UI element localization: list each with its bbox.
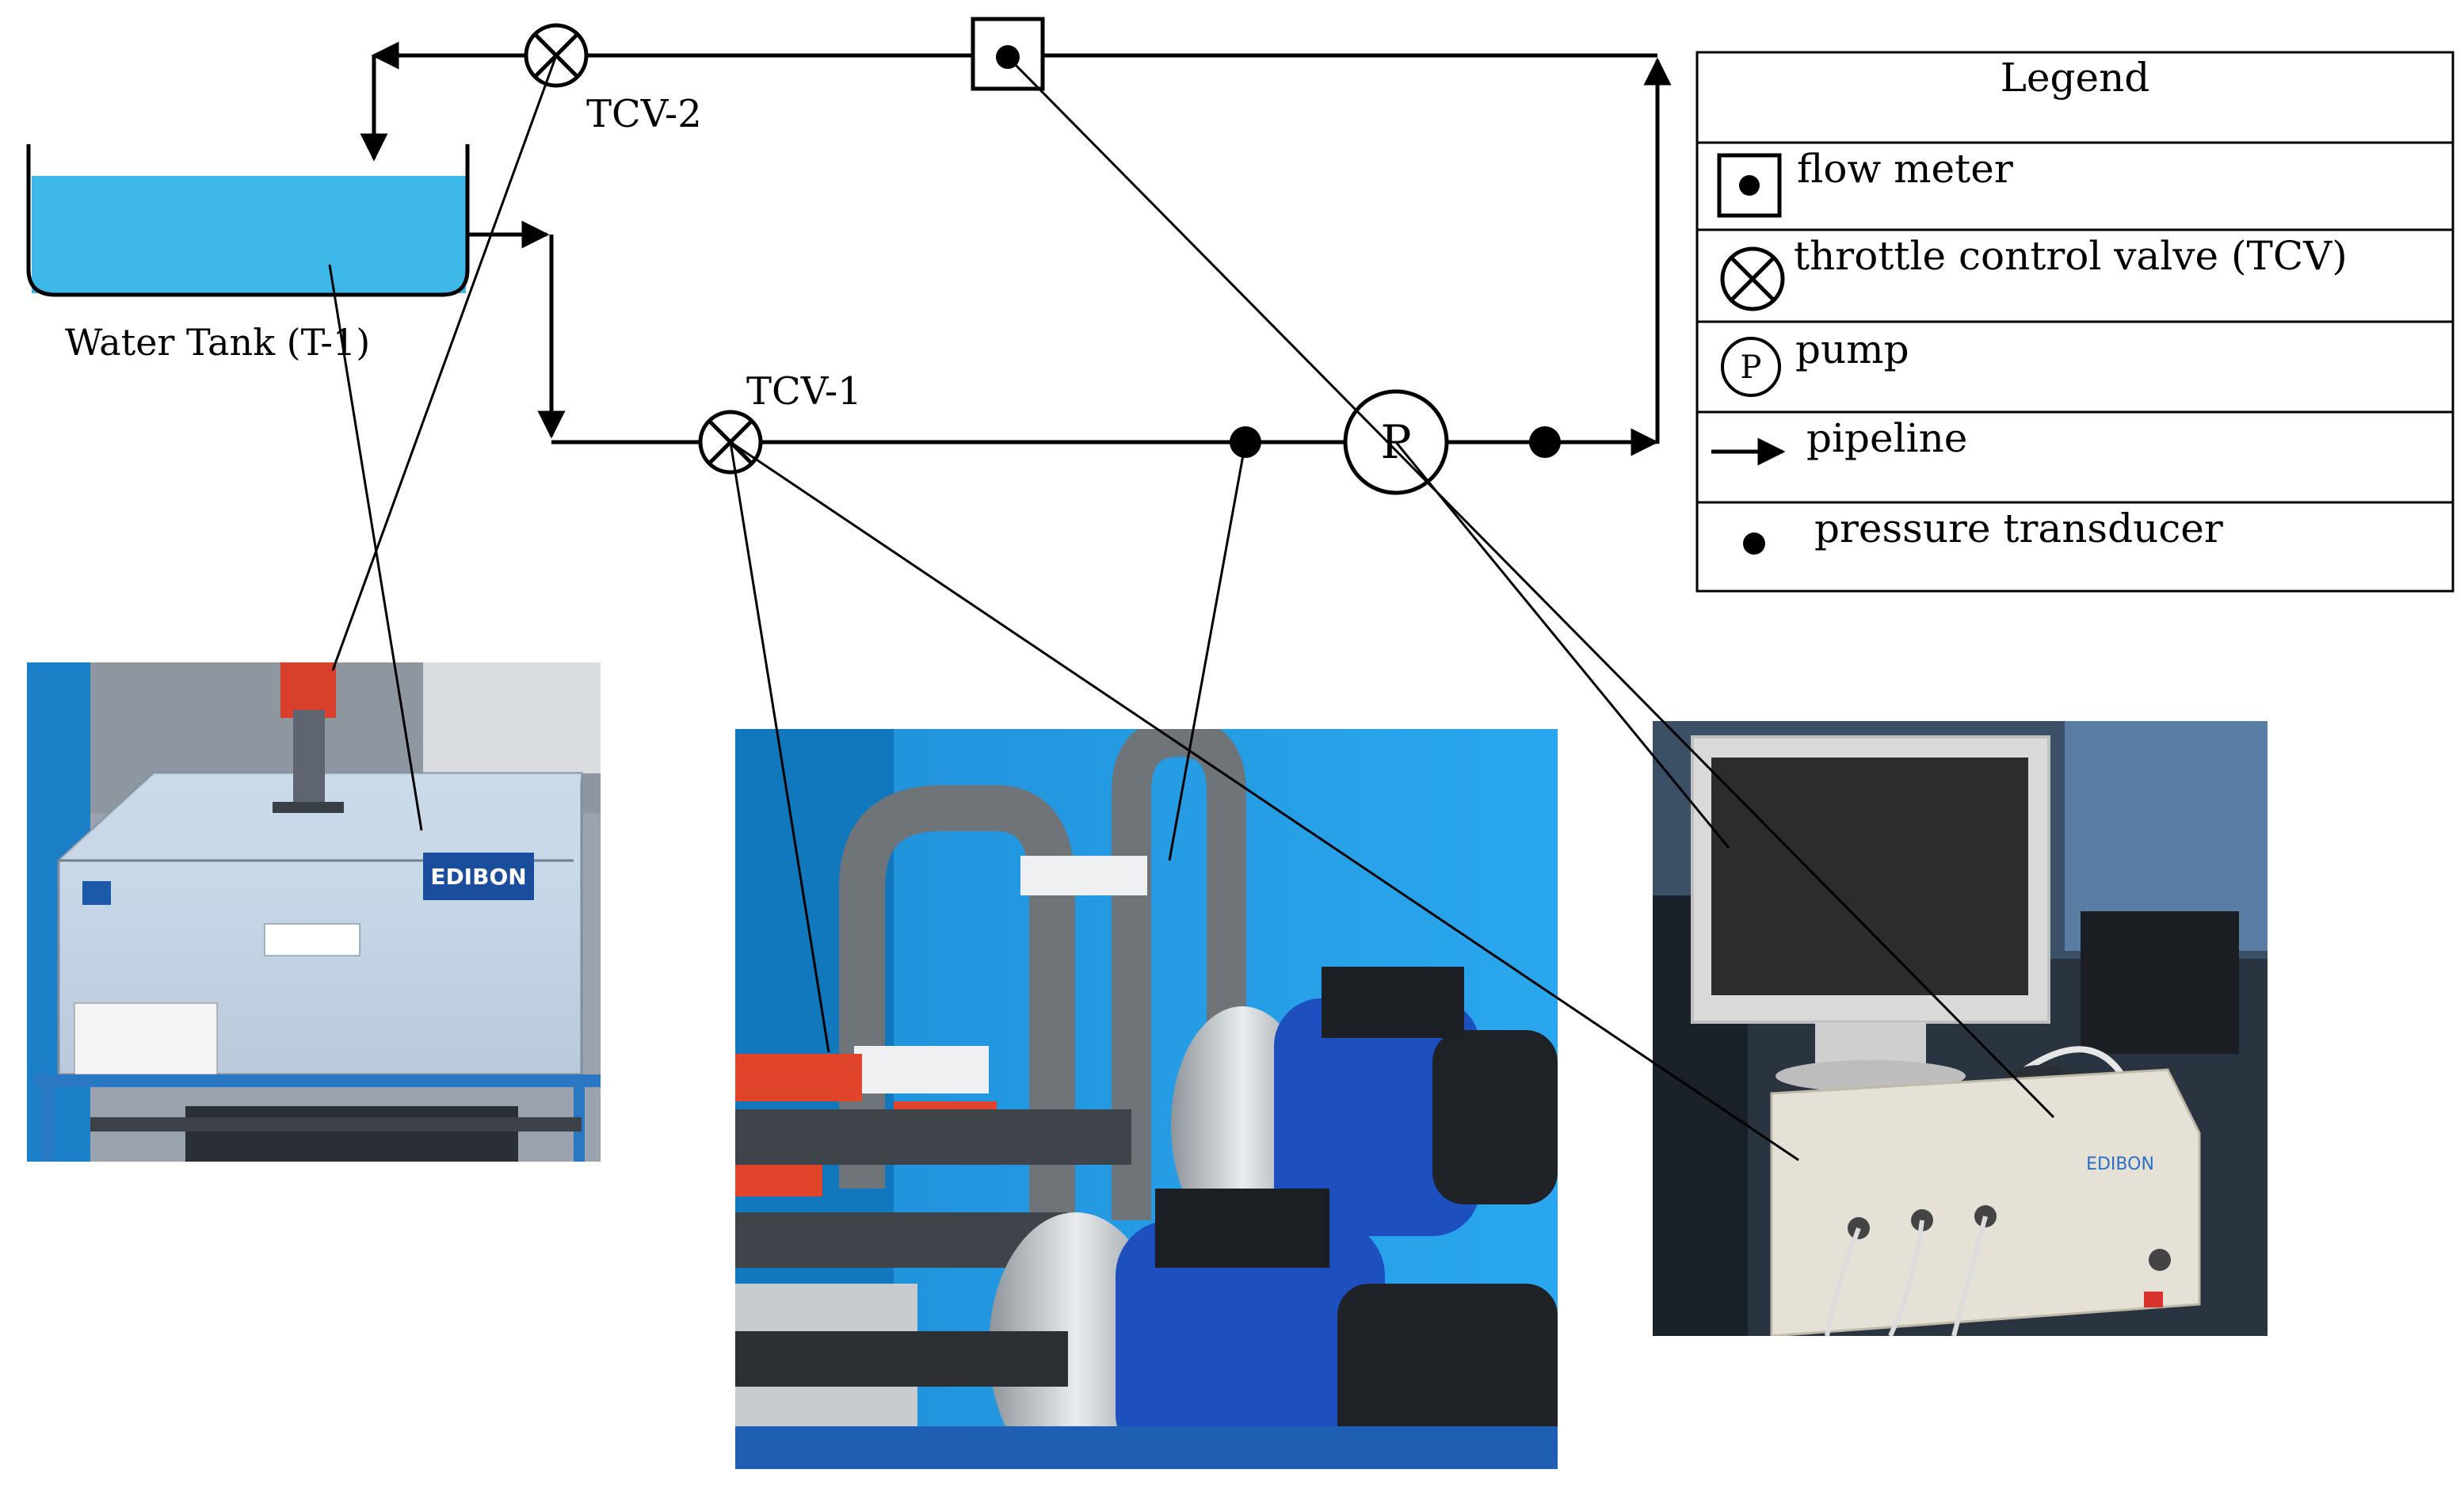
legend-label-pipeline: pipeline bbox=[1806, 415, 1967, 461]
pump-icon-letter: P bbox=[1741, 349, 1762, 386]
callout-lines bbox=[328, 55, 2055, 1162]
tcv-2-label: TCV-2 bbox=[586, 92, 702, 136]
legend-label-tcv: throttle control valve (TCV) bbox=[1794, 233, 2348, 279]
pump-icon bbox=[1721, 337, 1781, 397]
legend-label-pressure-transducer: pressure transducer bbox=[1814, 506, 2223, 551]
pressure-transducer-downstream bbox=[1529, 426, 1561, 458]
daq-brand-label: EDIBON bbox=[2086, 1154, 2154, 1174]
legend-table bbox=[1695, 51, 2454, 593]
callout-flowmeter-to-daq bbox=[1006, 55, 2055, 1119]
tcv-1-label: TCV-1 bbox=[746, 369, 862, 414]
callout-tcv2-to-tank-valve bbox=[331, 55, 558, 671]
pressure-dot-icon bbox=[1743, 532, 1765, 555]
legend-label-pump: pump bbox=[1795, 326, 1909, 372]
callout-transducer-to-photo bbox=[1168, 441, 1247, 861]
callout-tcv1-to-daq bbox=[730, 441, 1799, 1162]
flow-meter-symbol bbox=[971, 17, 1045, 91]
callout-tank-to-photo bbox=[328, 264, 423, 831]
callout-tcv1-to-valve-photo bbox=[729, 441, 830, 1053]
tank-photo: EDIBON bbox=[27, 662, 601, 1162]
callout-pump-to-daq bbox=[1394, 441, 1730, 849]
pumps-photo bbox=[735, 729, 1558, 1469]
legend-title: Legend bbox=[2001, 55, 2150, 101]
throttle-valve-icon bbox=[1720, 246, 1785, 311]
piping-schematic bbox=[360, 41, 1672, 456]
legend-label-flow-meter: flow meter bbox=[1797, 146, 2013, 192]
flow-meter-icon bbox=[1717, 153, 1782, 218]
water-tank-symbol bbox=[26, 144, 470, 297]
tank-brand-label: EDIBON bbox=[430, 864, 526, 890]
daq-photo: EDIBON bbox=[1653, 721, 2268, 1336]
water-tank-label: Water Tank (T-1) bbox=[65, 321, 370, 364]
